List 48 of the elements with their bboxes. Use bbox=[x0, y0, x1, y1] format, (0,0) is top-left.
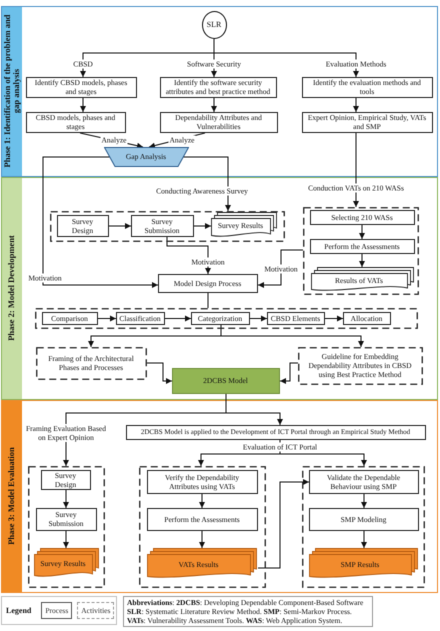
start-oval: SLR bbox=[202, 10, 226, 38]
activity-group bbox=[28, 466, 104, 588]
phase-panel bbox=[1, 6, 438, 177]
phase-title: Phase 2: Model Development bbox=[5, 234, 18, 343]
arrow bbox=[198, 454, 280, 466]
arrow bbox=[199, 530, 205, 548]
phase-panel bbox=[1, 177, 438, 400]
arrow bbox=[80, 98, 86, 112]
arrow bbox=[183, 156, 231, 212]
arrow bbox=[194, 223, 212, 229]
legend-title: Legend bbox=[6, 604, 32, 616]
arrow bbox=[353, 98, 359, 112]
arrow bbox=[359, 254, 365, 268]
arrow bbox=[211, 98, 217, 112]
activity-group bbox=[302, 206, 418, 294]
arrow bbox=[353, 132, 359, 208]
activity-group bbox=[34, 308, 418, 328]
arrow bbox=[63, 490, 69, 508]
arrow bbox=[63, 530, 69, 548]
arrow bbox=[250, 316, 268, 322]
arrow bbox=[258, 250, 304, 288]
phase-title: Phase 3: Model Evaluation bbox=[5, 446, 18, 547]
arrow bbox=[361, 530, 367, 548]
connector-line bbox=[220, 324, 222, 336]
arrow bbox=[108, 223, 132, 229]
arrow bbox=[361, 494, 367, 508]
arrow bbox=[42, 156, 158, 288]
arrow bbox=[280, 454, 367, 466]
arrow bbox=[80, 52, 214, 78]
arrow bbox=[63, 412, 226, 466]
arrow bbox=[226, 412, 283, 426]
arrow bbox=[359, 224, 365, 240]
arrow bbox=[146, 362, 172, 384]
arrow bbox=[214, 52, 359, 78]
arrow bbox=[258, 479, 310, 568]
arrow bbox=[199, 494, 205, 508]
arrow bbox=[220, 336, 364, 348]
arrow bbox=[280, 362, 298, 384]
arrow bbox=[166, 236, 211, 274]
activity-group bbox=[50, 210, 284, 242]
arrow bbox=[88, 336, 222, 348]
arrow bbox=[98, 316, 116, 322]
activity-group bbox=[302, 466, 424, 588]
arrow bbox=[164, 316, 192, 322]
phase-title: Phase 1: Identification of the problem and gap analysis bbox=[2, 14, 22, 170]
arrow bbox=[324, 316, 344, 322]
activity-group bbox=[138, 466, 266, 588]
phase-panel bbox=[1, 400, 438, 593]
